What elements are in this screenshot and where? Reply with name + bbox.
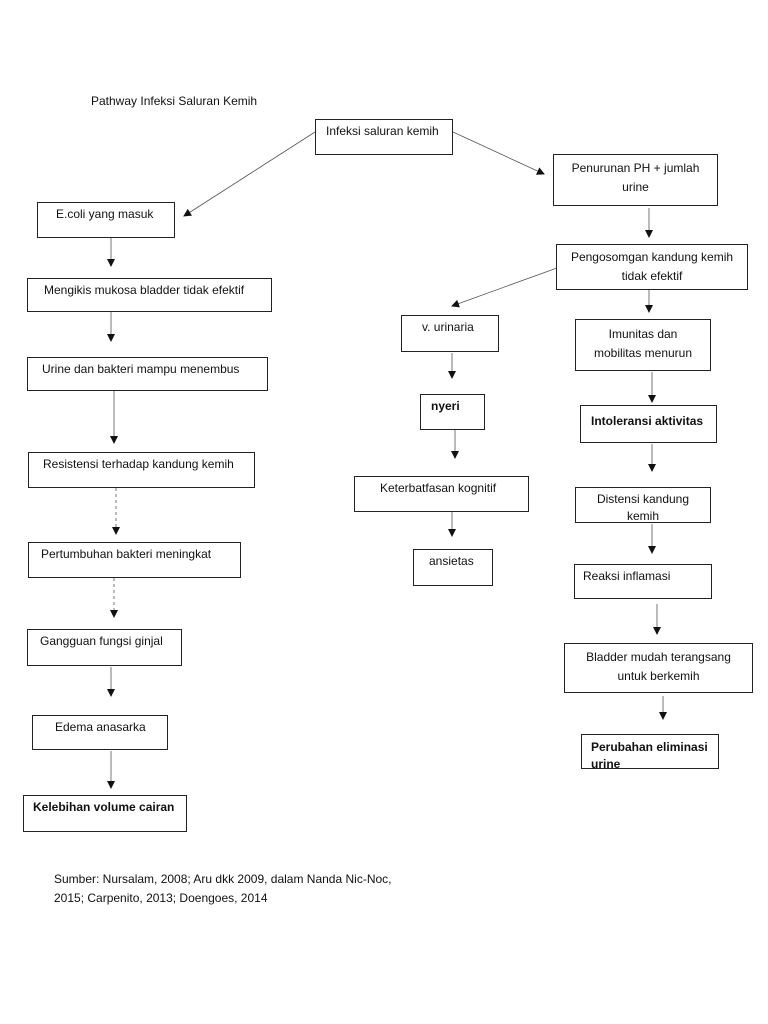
node-ansietas: ansietas (413, 549, 493, 586)
node-reaksi: Reaksi inflamasi (574, 564, 712, 599)
node-v-urinaria-label: v. urinaria (422, 320, 474, 334)
node-nyeri-label: nyeri (431, 399, 460, 413)
node-pertumbuhan: Pertumbuhan bakteri meningkat (28, 542, 241, 578)
edge-root-ecoli (183, 131, 316, 217)
node-urine-bakteri: Urine dan bakteri mampu menembus (27, 357, 268, 391)
edge-root-penurunan (452, 131, 545, 175)
diagram-title: Pathway Infeksi Saluran Kemih (91, 94, 258, 108)
node-resistensi-label: Resistensi terhadap kandung kemih (43, 457, 234, 471)
node-mengikis-label: Mengikis mukosa bladder tidak efektif (44, 283, 245, 297)
node-perubahan-line2: urine (591, 757, 621, 769)
node-distensi: Distensi kandung kemih (575, 487, 711, 523)
source-line1: Sumber: Nursalam, 2008; Aru dkk 2009, da… (54, 872, 392, 886)
node-penurunan-line1: Penurunan PH + jumlah (571, 161, 700, 175)
node-pengosongan-line2: tidak efektif (621, 269, 683, 283)
node-urine-bakteri-label: Urine dan bakteri mampu menembus (42, 362, 240, 376)
node-penurunan-line2: urine (622, 180, 649, 194)
node-kelebihan-label: Kelebihan volume cairan (33, 800, 175, 814)
node-bladder-line1: Bladder mudah terangsang (586, 650, 731, 664)
node-keterbatasan: Keterbatfasan kognitif (354, 476, 529, 512)
node-kelebihan: Kelebihan volume cairan (23, 795, 187, 832)
node-resistensi: Resistensi terhadap kandung kemih (28, 452, 255, 488)
node-pengosongan: Pengosomgan kandung kemih tidak efektif (556, 244, 748, 290)
node-imunitas: Imunitas dan mobilitas menurun (575, 319, 711, 371)
node-ansietas-label: ansietas (429, 554, 474, 568)
node-intoleransi-label: Intoleransi aktivitas (591, 414, 704, 428)
node-perubahan: Perubahan eliminasi urine (581, 734, 719, 769)
node-ecoli: E.coli yang masuk (37, 202, 175, 238)
node-pertumbuhan-label: Pertumbuhan bakteri meningkat (41, 547, 212, 561)
node-bladder-line2: untuk berkemih (617, 669, 700, 683)
node-mengikis: Mengikis mukosa bladder tidak efektif (27, 278, 272, 312)
node-distensi-line2: kemih (626, 509, 659, 523)
node-distensi-line1: Distensi kandung (596, 492, 690, 506)
node-v-urinaria: v. urinaria (401, 315, 499, 352)
node-root: Infeksi saluran kemih (315, 119, 453, 155)
node-edema: Edema anasarka (32, 715, 168, 750)
edge-pengosongan-vurinaria (451, 267, 558, 308)
node-gangguan: Gangguan fungsi ginjal (27, 629, 182, 666)
node-imunitas-line1: Imunitas dan (608, 327, 678, 341)
node-intoleransi: Intoleransi aktivitas (580, 405, 717, 443)
node-keterbatasan-label: Keterbatfasan kognitif (380, 481, 497, 495)
node-reaksi-label: Reaksi inflamasi (583, 569, 671, 583)
node-pengosongan-line1: Pengosomgan kandung kemih (570, 250, 734, 264)
node-gangguan-label: Gangguan fungsi ginjal (40, 634, 163, 648)
node-root-label: Infeksi saluran kemih (326, 124, 439, 138)
node-nyeri: nyeri (420, 394, 485, 430)
source-citation: Sumber: Nursalam, 2008; Aru dkk 2009, da… (54, 870, 392, 908)
node-perubahan-line1: Perubahan eliminasi (591, 740, 708, 754)
source-line2: 2015; Carpenito, 2013; Doengoes, 2014 (54, 891, 268, 905)
node-edema-label: Edema anasarka (55, 720, 146, 734)
node-ecoli-label: E.coli yang masuk (56, 207, 154, 221)
node-imunitas-line2: mobilitas menurun (593, 346, 693, 360)
node-bladder: Bladder mudah terangsang untuk berkemih (564, 643, 753, 693)
node-penurunan: Penurunan PH + jumlah urine (553, 154, 718, 206)
